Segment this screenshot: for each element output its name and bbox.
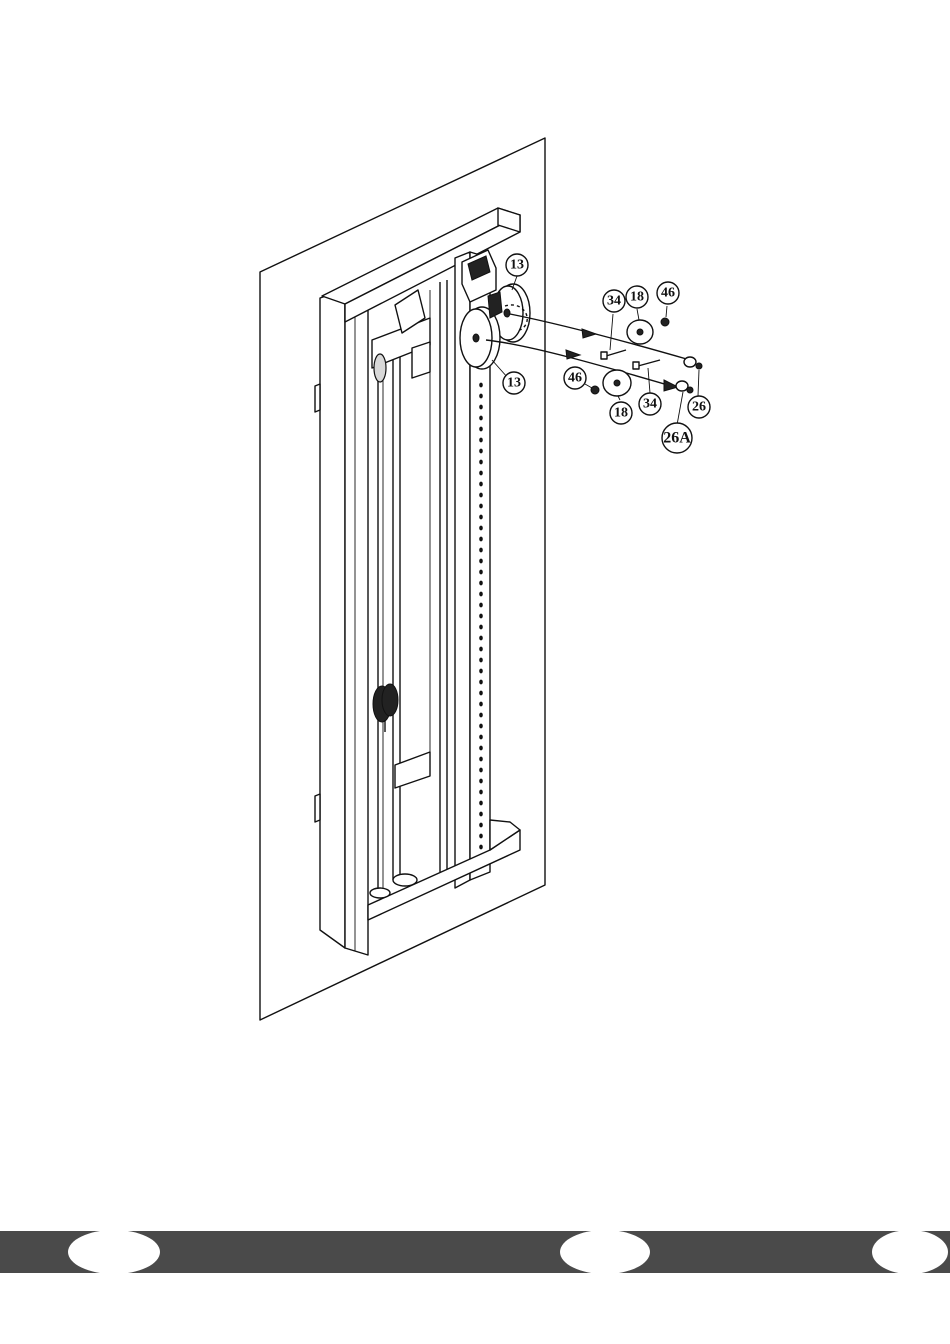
adjustment-hole [479,647,483,652]
adjustment-hole [479,460,483,465]
callout-34-upper: 34 [603,290,625,312]
adjustment-hole [479,757,483,762]
adjustment-hole [479,548,483,553]
adjustment-hole [479,702,483,707]
callout-46-lower: 46 [564,367,586,389]
adjustment-hole [479,834,483,839]
page-number-tab-left [68,1230,160,1274]
bolt-34-upper [601,350,626,359]
frame-left-upright [315,290,368,955]
nut-46-upper [661,318,669,326]
adjustment-hole [479,735,483,740]
adjustment-hole [479,493,483,498]
adjustment-hole [479,416,483,421]
adjustment-hole [479,471,483,476]
footer-bar [0,1230,950,1274]
callout-18-upper: 18 [626,286,648,308]
callout-label: 26 [692,400,706,415]
adjustment-hole [479,515,483,520]
adjustment-hole [479,405,483,410]
callout-label: 26A [663,430,691,447]
adjustment-hole [479,526,483,531]
callout-label: 18 [630,290,644,305]
callout-label: 46 [568,371,582,386]
adjustment-hole [479,625,483,630]
washer-pulley-18-lower [603,370,631,396]
adjustment-hole [479,768,483,773]
callout-13-lower: 13 [503,372,525,394]
callout-label: 46 [661,286,675,301]
adjustment-hole [479,438,483,443]
cable-stop-26 [684,357,702,369]
adjustment-hole [479,504,483,509]
adjustment-hole [479,427,483,432]
adjustment-hole [479,746,483,751]
callout-26a: 26A [662,423,692,453]
adjustment-hole [479,812,483,817]
adjustment-hole [479,537,483,542]
adjustment-hole [479,592,483,597]
page-number-tab-right [872,1230,948,1274]
adjustment-hole [479,845,483,850]
callout-label: 13 [510,258,524,273]
adjustment-hole [479,790,483,795]
adjustment-hole [479,570,483,575]
callout-18-lower: 18 [610,402,632,424]
adjustment-hole [479,713,483,718]
adjustment-hole [479,603,483,608]
cable-stop-26a [676,381,693,393]
callout-46-upper: 46 [657,282,679,304]
bolt-34-lower [633,360,660,369]
adjustment-hole [479,581,483,586]
adjustment-hole [479,449,483,454]
callout-label: 13 [507,376,521,391]
adjustment-hole [479,614,483,619]
callout-13-upper: 13 [506,254,528,276]
adjustment-hole [479,779,483,784]
callout-34-lower: 34 [639,393,661,415]
adjustment-hole [479,691,483,696]
washer-pulley-18-upper [627,320,653,344]
adjustment-hole [479,636,483,641]
adjustment-hole [479,658,483,663]
adjustment-hole [479,394,483,399]
nut-46-lower [591,386,599,394]
adjustment-hole [479,383,483,388]
adjustment-hole [479,482,483,487]
adjustment-hole [479,823,483,828]
callout-26: 26 [688,396,710,418]
callout-label: 34 [607,294,621,309]
callout-label: 34 [643,397,657,412]
adjustment-hole [479,801,483,806]
adjustment-hole [479,680,483,685]
adjustment-hole [479,669,483,674]
adjustment-hole [479,724,483,729]
callout-label: 18 [614,406,628,421]
section-tab-center [560,1230,650,1274]
adjustment-hole [479,559,483,564]
